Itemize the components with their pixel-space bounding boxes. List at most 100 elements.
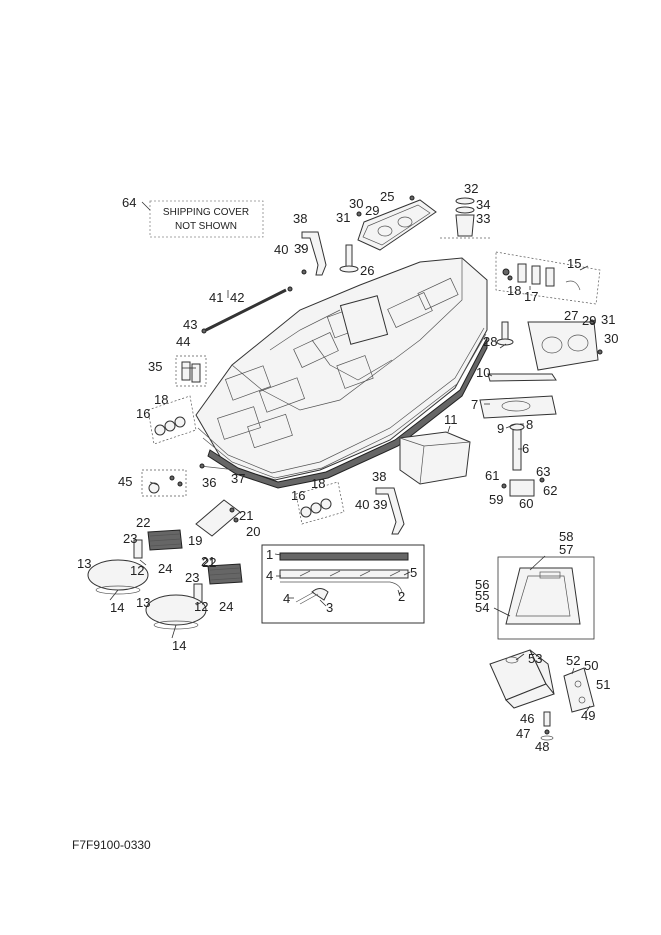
note-line-1: SHIPPING COVER	[163, 207, 249, 218]
callout-33: 33	[476, 211, 490, 226]
callout-28: 28	[483, 334, 497, 349]
inset-trim-strip	[261, 544, 425, 624]
callout-8: 8	[526, 417, 533, 432]
callout-21b: 21	[201, 554, 215, 569]
callout-5: 5	[410, 565, 417, 580]
callout-34: 34	[476, 197, 490, 212]
callout-38a: 38	[293, 211, 307, 226]
callout-14a: 14	[110, 600, 124, 615]
callout-22a: 22	[136, 515, 150, 530]
callout-29b: 29	[582, 313, 596, 328]
callout-12a: 12	[130, 563, 144, 578]
callout-30b: 30	[604, 331, 618, 346]
strip-10	[487, 373, 557, 382]
callout-27: 27	[564, 308, 578, 323]
callout-60: 60	[519, 496, 533, 511]
callout-20: 20	[246, 524, 260, 539]
callout-63: 63	[536, 464, 550, 479]
callout-42: 42	[230, 290, 244, 305]
callout-9: 9	[497, 421, 504, 436]
seat-lower	[145, 594, 207, 639]
callout-40b: 40	[355, 497, 369, 512]
callout-62: 62	[543, 483, 557, 498]
callout-6: 6	[522, 441, 529, 456]
hardware-46-48	[540, 711, 554, 741]
plug-28	[496, 321, 514, 346]
callout-51: 51	[596, 677, 610, 692]
callout-17: 17	[524, 289, 538, 304]
callout-14b: 14	[172, 638, 186, 653]
callout-2: 2	[398, 589, 405, 604]
leader-lines	[139, 244, 591, 713]
callout-44: 44	[176, 334, 190, 349]
callout-7: 7	[471, 397, 478, 412]
callout-43: 43	[183, 317, 197, 332]
callout-23b: 23	[185, 570, 199, 585]
callout-24b: 24	[219, 599, 233, 614]
callout-13a: 13	[77, 556, 91, 571]
callout-22b: 22	[202, 555, 216, 570]
callout-59: 59	[489, 492, 503, 507]
bracket-7	[479, 395, 557, 419]
callout-18b: 18	[154, 392, 168, 407]
callout-49: 49	[581, 708, 595, 723]
seat-upper	[87, 559, 149, 601]
callout-46: 46	[520, 711, 534, 726]
callout-64: 64	[122, 195, 136, 210]
pump-35	[175, 355, 207, 387]
step-upper	[133, 529, 183, 559]
callout-50: 50	[584, 658, 598, 673]
callout-11: 11	[444, 412, 458, 427]
callout-55: 55	[475, 588, 489, 603]
callout-23a: 23	[123, 531, 137, 546]
switch-panel	[495, 251, 601, 305]
callout-32: 32	[464, 181, 478, 196]
callout-4a: 4	[266, 568, 273, 583]
rail-41-42	[201, 286, 293, 334]
callout-18c: 18	[311, 476, 325, 491]
outlet-45	[141, 469, 187, 497]
callout-48: 48	[535, 739, 549, 754]
plate-49	[563, 667, 595, 713]
clip-36-37	[199, 463, 237, 471]
step-lower	[193, 563, 243, 603]
console-panel-top	[356, 195, 437, 251]
callout-40a: 40	[274, 242, 288, 257]
callout-30a: 30	[349, 196, 363, 211]
callout-16a: 16	[136, 406, 150, 421]
callout-25: 25	[380, 189, 394, 204]
callout-10: 10	[476, 365, 490, 380]
callout-3: 3	[326, 600, 333, 615]
cup-holder	[440, 197, 490, 239]
callout-15: 15	[567, 256, 581, 271]
shipping-cover-note: SHIPPING COVER NOT SHOWN	[141, 200, 264, 238]
speaker-set-center	[295, 481, 345, 525]
callout-53: 53	[528, 651, 542, 666]
callout-41: 41	[209, 290, 223, 305]
cooler-11	[399, 431, 471, 485]
boat-hull	[195, 257, 488, 489]
note-line-2: NOT SHOWN	[175, 221, 237, 232]
callout-1: 1	[266, 547, 273, 562]
cushion-53	[489, 649, 555, 709]
callout-54: 54	[475, 600, 489, 615]
grab-handle-lower	[375, 487, 405, 535]
callout-47: 47	[516, 726, 530, 741]
callout-45: 45	[118, 474, 132, 489]
callout-39b: 39	[373, 497, 387, 512]
console-panel-right	[527, 319, 603, 371]
callout-56: 56	[475, 577, 489, 592]
callout-39a: 39	[294, 241, 308, 256]
callout-38b: 38	[372, 469, 386, 484]
bracket-19	[195, 499, 241, 537]
callout-12b: 12	[194, 599, 208, 614]
callout-29a: 29	[365, 203, 379, 218]
callout-61: 61	[485, 468, 499, 483]
callout-26: 26	[360, 263, 374, 278]
callout-19: 19	[188, 533, 202, 548]
callout-36: 36	[202, 475, 216, 490]
plug-26	[339, 244, 359, 273]
callout-13b: 13	[136, 595, 150, 610]
callout-58: 58	[559, 529, 573, 544]
